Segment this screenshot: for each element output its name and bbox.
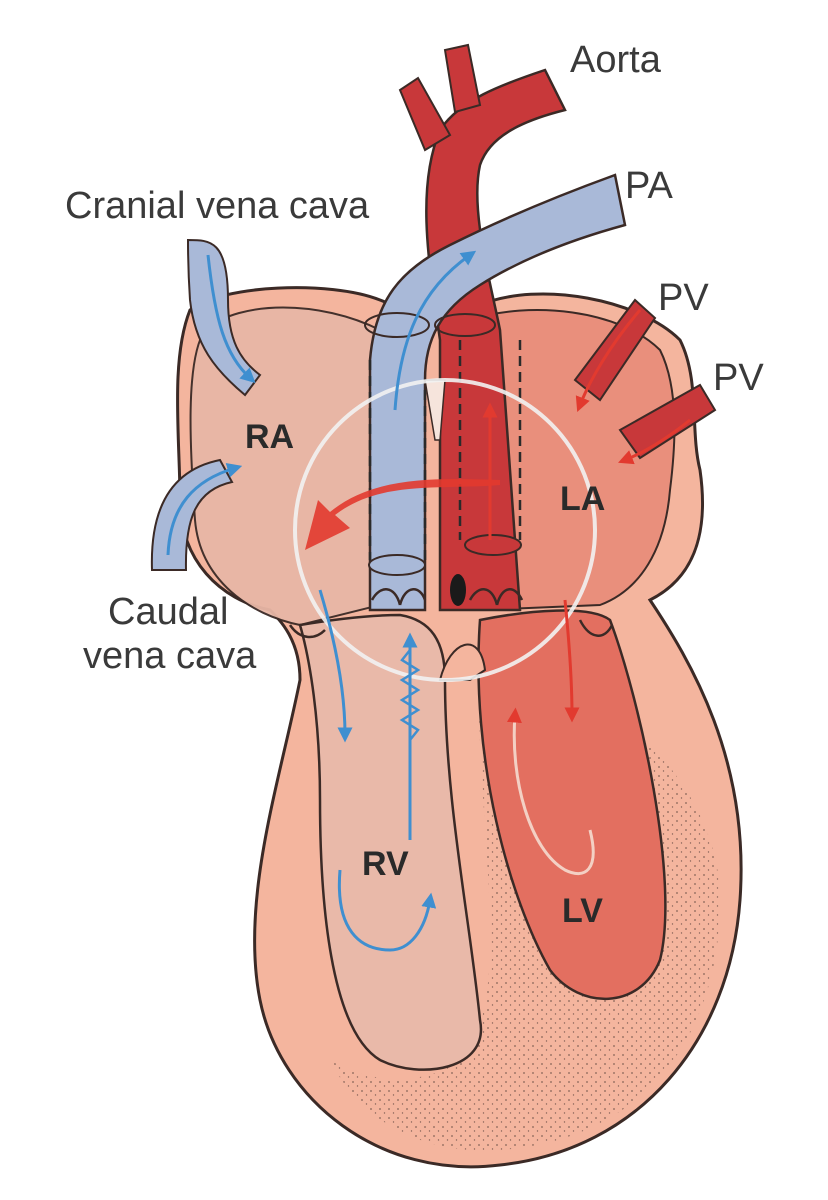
blood-flow-arrow-icon <box>166 250 691 952</box>
vessel-dashed-outlines <box>368 340 522 560</box>
pa-ring-bottom <box>368 554 426 576</box>
label-rv: RV <box>362 845 409 883</box>
cranial-vena-cava <box>186 238 262 397</box>
label-la: LA <box>560 480 605 518</box>
foramen-ovale <box>450 574 466 606</box>
rv-squiggle <box>399 649 421 741</box>
label-ra: RA <box>245 418 294 456</box>
label-pa: PA <box>625 165 674 207</box>
aorta-ring-top <box>434 313 496 337</box>
label-aorta: Aorta <box>570 39 662 81</box>
label-pv-lower: PV <box>713 357 764 399</box>
left-ventricle <box>477 609 667 1001</box>
aorta-branch-1 <box>398 76 452 152</box>
aorta-ring-bottom <box>464 534 522 556</box>
label-lv: LV <box>562 892 603 930</box>
aorta-branch-2 <box>443 43 482 114</box>
ductus-arrow-icon <box>305 478 500 550</box>
caudal-vena-cava <box>150 458 234 571</box>
septum <box>438 643 487 681</box>
pulmonary-artery <box>368 173 627 612</box>
pulmonary-vein-lower <box>618 383 717 460</box>
circle-lens-icon <box>293 378 597 682</box>
label-caudal-line2: vena cava <box>83 635 257 677</box>
pa-ring-top <box>364 312 430 338</box>
valve-icon <box>288 588 614 639</box>
label-cranial-vena-cava: Cranial vena cava <box>65 185 370 227</box>
label-caudal-line1: Caudal <box>108 591 228 633</box>
label-pv-upper: PV <box>658 277 709 319</box>
